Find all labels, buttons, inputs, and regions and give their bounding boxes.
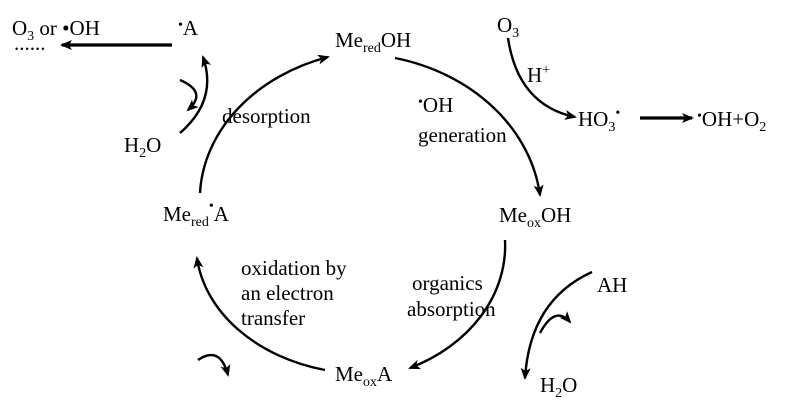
h-plus-label: H+	[527, 63, 550, 87]
me-ox-oh-label: MeoxOH	[499, 203, 571, 231]
h2o-left-label: H2O	[124, 133, 161, 161]
me-red-a-label: Mered•A	[163, 199, 230, 230]
me-ox-a-label: MeoxA	[335, 362, 393, 390]
dotted-continuation: ......	[14, 31, 46, 55]
organics-line1: organics	[412, 271, 483, 295]
oxidation-line2: an electron	[241, 281, 334, 305]
arc-bottom-right	[408, 239, 507, 370]
oxidation-line1: oxidation by	[241, 256, 347, 280]
desorption-label: desorption	[222, 104, 311, 128]
oh-generation-line1: •OH	[418, 93, 453, 117]
arc-top-right	[394, 56, 544, 197]
transfer-small-curl	[197, 353, 231, 377]
arc-top-left	[198, 54, 330, 194]
organics-line2: absorption	[407, 297, 496, 321]
ah-branch-arrow	[520, 270, 593, 380]
absorption-small-curl	[538, 311, 572, 334]
me-red-oh-label: MeredOH	[335, 28, 411, 56]
ho3-radical-label: HO3•	[578, 106, 620, 135]
desorption-branch-arrow	[179, 55, 212, 134]
oh-plus-o2-label: •OH+O2	[697, 107, 766, 135]
o3-top-label: O3	[497, 13, 519, 41]
o3-or-oh-label: O3 or •OH	[12, 16, 100, 44]
oh-generation-line2: generation	[418, 123, 507, 147]
h2o-bottom-label: H2O	[540, 373, 577, 401]
arc-bottom-left	[193, 256, 326, 372]
oxidation-line3: transfer	[241, 306, 305, 330]
a-radical-label: •A	[178, 16, 199, 40]
desorption-small-curl	[179, 78, 199, 112]
o3-branch-arrow	[506, 37, 577, 120]
ah-label: AH	[597, 273, 627, 297]
